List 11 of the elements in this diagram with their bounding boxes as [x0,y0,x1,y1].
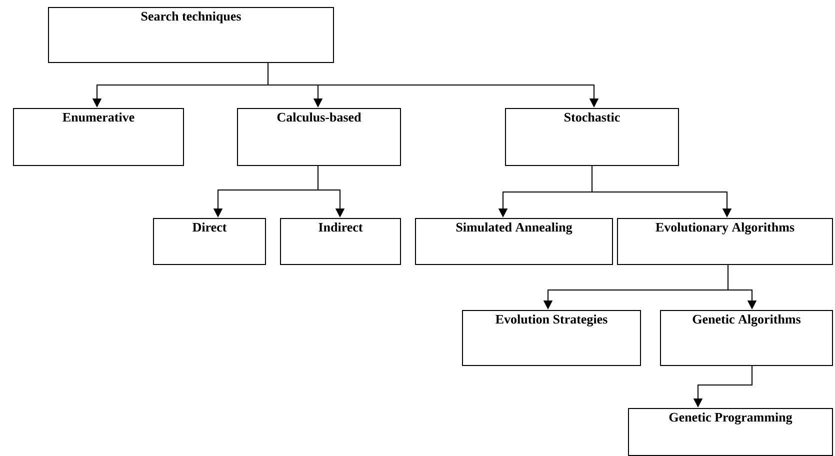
process-box: Evolutionary Algorithms [617,218,833,265]
process-box: Evolution Strategies [462,310,641,366]
process-box: Genetic Programming [628,408,833,456]
process-box: Enumerative [13,108,184,166]
process-box: Stochastic [505,108,679,166]
process-box: Indirect [280,218,401,265]
process-box: Simulated Annealing [415,218,613,265]
process-box: Genetic Algorithms [660,310,833,366]
process-box: Direct [153,218,266,265]
process-box: Calculus-based [237,108,401,166]
process-box: Search techniques [48,7,334,63]
